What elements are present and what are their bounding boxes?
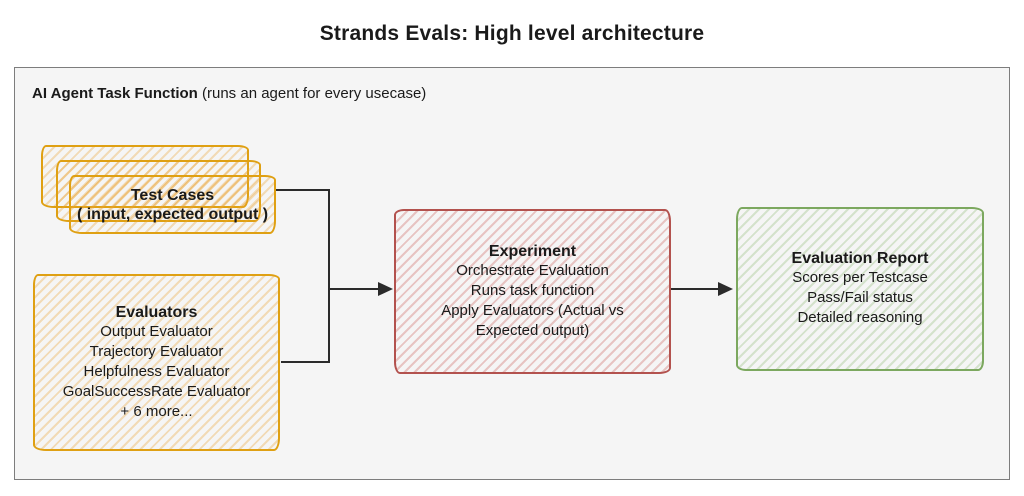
evaluator-item: GoalSuccessRate Evaluator (62, 382, 251, 400)
report-lines: Scores per Testcase Pass/Fail status Det… (792, 268, 928, 328)
report-line: Pass/Fail status (807, 289, 913, 306)
evaluators-box: Evaluators Output Evaluator Trajectory E… (33, 274, 280, 451)
evaluators-list: Output Evaluator Trajectory Evaluator He… (63, 322, 251, 422)
experiment-lines: Orchestrate Evaluation Runs task functio… (414, 261, 652, 341)
evaluator-item: Output Evaluator (100, 322, 213, 340)
report-line: Scores per Testcase (792, 269, 928, 286)
connector-testcases-branch (276, 189, 330, 363)
frame-label: AI Agent Task Function (runs an agent fo… (32, 85, 426, 102)
frame-label-bold: AI Agent Task Function (32, 85, 198, 102)
evaluator-item: Helpfulness Evaluator (83, 362, 230, 380)
test-cases-title: Test Cases (130, 186, 215, 204)
arrow-to-report-head (718, 282, 733, 296)
experiment-box: Experiment Orchestrate Evaluation Runs t… (394, 209, 671, 374)
arrow-to-experiment-head (378, 282, 393, 296)
experiment-line: Runs task function (470, 281, 595, 299)
evaluator-item: + 6 more... (120, 402, 193, 420)
test-cases-card: Test Cases ( input, expected output ) (69, 175, 276, 234)
evaluation-report-title: Evaluation Report (791, 250, 929, 267)
frame-label-desc: (runs an agent for every usecase) (197, 85, 427, 102)
evaluator-item: Trajectory Evaluator (89, 342, 224, 360)
experiment-line: Orchestrate Evaluation (456, 261, 609, 279)
test-cases-subtitle: ( input, expected output ) (76, 205, 269, 223)
report-line: Detailed reasoning (797, 309, 923, 326)
ai-agent-task-function-frame: AI Agent Task Function (runs an agent fo… (14, 67, 1010, 480)
experiment-line: Apply Evaluators (Actual vs Expected out… (441, 301, 624, 339)
evaluation-report-box: Evaluation Report Scores per Testcase Pa… (736, 207, 984, 371)
test-cases-card-middle (56, 160, 261, 222)
evaluators-title: Evaluators (115, 303, 198, 321)
experiment-title: Experiment (488, 242, 577, 260)
page-title: Strands Evals: High level architecture (319, 22, 705, 45)
